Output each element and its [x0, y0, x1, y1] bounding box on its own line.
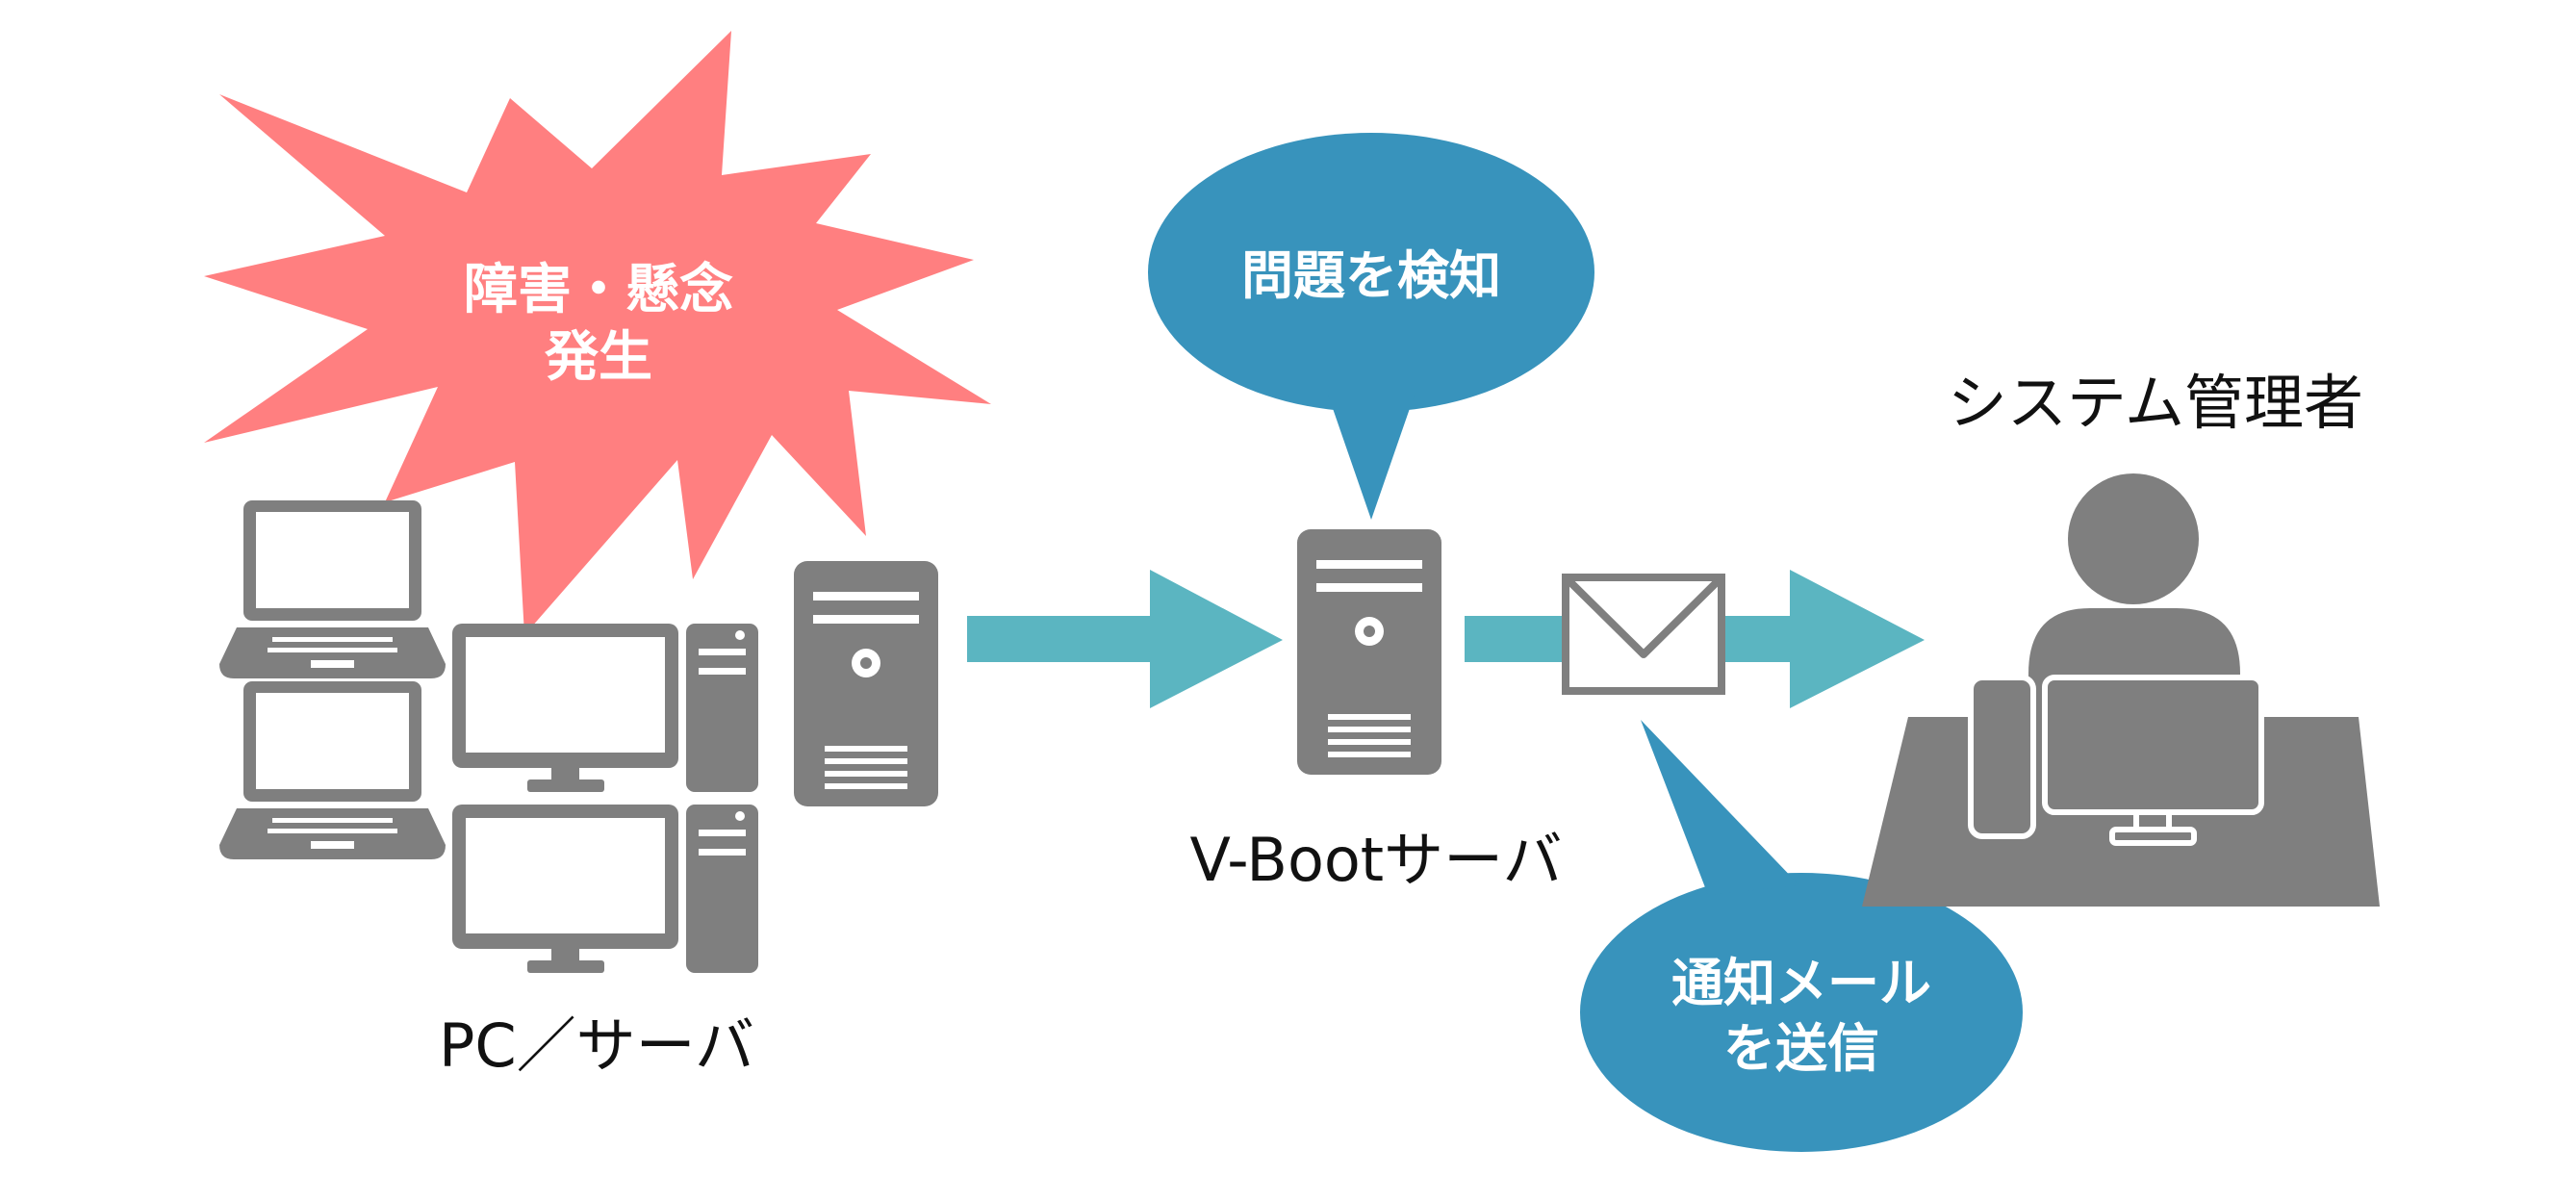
arrow-icon: [967, 570, 1283, 708]
mail-bubble-line2: を送信: [1723, 1018, 1879, 1079]
vboot-server-label: V-Bootサーバ: [1189, 825, 1562, 895]
laptop-icon: [219, 500, 446, 678]
detect-bubble-tail: [1328, 395, 1415, 520]
envelope-icon: [1562, 574, 1725, 695]
mail-bubble-line1: 通知メール: [1671, 953, 1931, 1013]
pc-server-group: PC／サーバ: [219, 500, 938, 1081]
desktop-monitor-icon: [452, 805, 678, 973]
admin-monitor-icon: [2042, 675, 2264, 846]
system-admin-label: システム管理者: [1948, 368, 2363, 438]
burst-line1: 障害・懸念: [464, 259, 733, 321]
incident-burst: 障害・懸念 発生: [204, 31, 991, 635]
vboot-server-icon: [1297, 529, 1441, 775]
mail-bubble-tail: [1641, 720, 1799, 895]
tower-server-icon: [794, 561, 938, 806]
detect-bubble-text: 問題を検知: [1241, 245, 1501, 306]
desktop-monitor-icon: [452, 624, 678, 792]
vboot-server-group: V-Bootサーバ: [1189, 529, 1563, 895]
burst-line2: 発生: [545, 326, 652, 389]
admin-head: [2068, 473, 2199, 604]
admin-chair: [1968, 675, 2036, 839]
burst-shape: [204, 31, 991, 635]
pc-server-label: PC／サーバ: [439, 1010, 754, 1081]
mini-tower-icon: [686, 624, 758, 792]
mail-speech-bubble: 通知メール を送信: [1580, 720, 2023, 1152]
system-administrator-group: システム管理者: [1862, 368, 2380, 907]
mail-bubble-shape: [1580, 873, 2023, 1152]
detect-speech-bubble: 問題を検知: [1148, 133, 1594, 520]
laptop-icon: [219, 681, 446, 859]
detect-bubble-shape: [1148, 133, 1594, 412]
mini-tower-icon: [686, 805, 758, 973]
